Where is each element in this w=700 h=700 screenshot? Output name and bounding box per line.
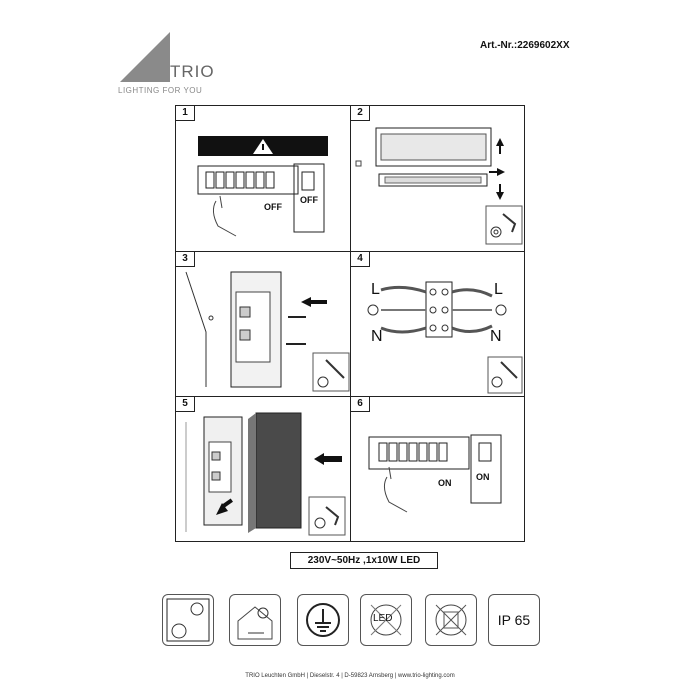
panel-4-wiring-illustration [367,281,523,394]
panel-number: 5 [176,397,195,412]
trio-logo-triangle [120,32,170,82]
breaker-on-label: ON [476,472,490,482]
electrical-spec: 230V~50Hz ,1x10W LED [290,552,438,569]
instruction-grid: 1 OFF OFF 2 3 [175,105,525,542]
breaker-off-label: OFF [300,195,318,205]
switch-on-label: ON [438,478,452,488]
switch-off-label: OFF [264,202,282,212]
panel-6-switch-on-illustration [368,434,502,513]
panel-number: 1 [176,106,195,121]
neutral-wire-label-left: N [371,328,383,345]
grid-divider-horizontal [176,251,524,252]
panel-5-cover-attach-illustration [185,412,346,536]
protection-class-earth-icon [297,594,349,646]
led-not-replaceable-icon: LED [360,594,412,646]
live-wire-label-right: L [494,281,503,298]
indoor-use-icon [229,594,281,646]
article-number: Art.-Nr.:2269602XX [480,40,570,51]
live-wire-label-left: L [371,281,380,298]
led-label: LED [373,613,393,624]
panel-number: 4 [351,252,370,267]
brand-name: TRIO [170,62,215,81]
panel-1-switch-off-illustration [197,136,328,237]
grid-divider-horizontal [176,396,524,397]
ceiling-wall-mount-icon [162,594,214,646]
no-disposal-household-icon [425,594,477,646]
panel-number: 6 [351,397,370,412]
neutral-wire-label-right: N [490,328,502,345]
panel-3-wall-mounting-illustration [185,271,350,392]
brand-tagline: LIGHTING FOR YOU [118,86,203,95]
panel-number: 2 [351,106,370,121]
panel-number: 3 [176,252,195,267]
panel-2-fixture-disassembly-illustration [355,127,523,245]
grid-divider-vertical [350,106,351,541]
ip-rating-badge: IP 65 [488,594,540,646]
footer-address: TRIO Leuchten GmbH | Dieselstr. 4 | D-59… [245,673,455,679]
